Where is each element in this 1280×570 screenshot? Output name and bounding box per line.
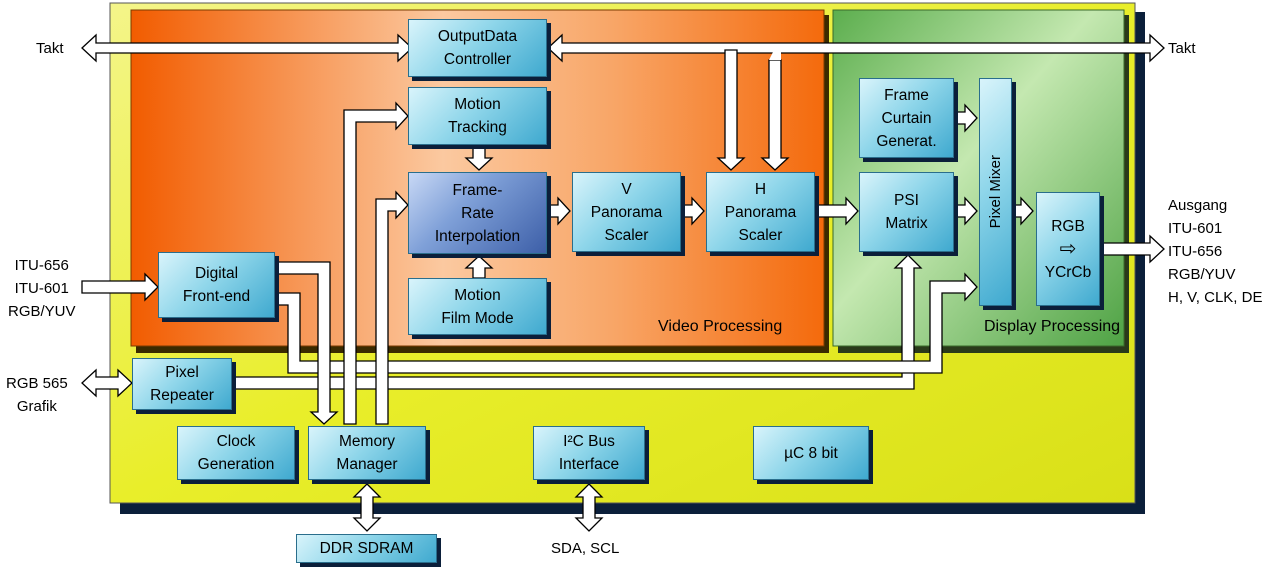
block-line: Manager xyxy=(336,456,398,473)
block-line: Clock xyxy=(216,433,256,450)
pixel-mixer-block: Pixel Mixer xyxy=(979,78,1012,306)
input-graphics-label: RGB 565 Grafik xyxy=(6,372,68,418)
block-line: Memory xyxy=(339,433,395,450)
block-line: Tracking xyxy=(448,119,507,136)
pixel-mixer-label: Pixel Mixer xyxy=(987,155,1004,229)
microcontroller-block: µC 8 bit xyxy=(753,426,869,480)
block-line: Interface xyxy=(558,456,620,473)
ddr-sdram-block: DDR SDRAM xyxy=(296,534,437,563)
block-line: H xyxy=(754,180,767,198)
convert-arrow-icon: ⇨ xyxy=(1059,237,1077,260)
label-line: RGB/YUV xyxy=(1168,266,1236,283)
block-line: RGB xyxy=(1051,217,1085,235)
arrow-pr-psi xyxy=(231,254,923,390)
arrow-dfe-mm-1 xyxy=(275,261,339,425)
takt-right-label: Takt xyxy=(1168,40,1196,57)
arrow-pm-rgb xyxy=(1012,196,1034,226)
label-line: H, V, CLK, DE xyxy=(1168,289,1263,306)
block-line: Frame xyxy=(884,86,929,104)
arrow-to-h-scaler-1 xyxy=(716,49,746,171)
output-label: Ausgang ITU-601 ITU-656 RGB/YUV H, V, CL… xyxy=(1168,194,1262,309)
label-line: ITU-656 xyxy=(1168,243,1223,260)
block-line: PSI xyxy=(894,192,919,209)
label-line: Grafik xyxy=(16,398,57,415)
label-line: ITU-656 xyxy=(14,257,69,274)
label-line: Ausgang xyxy=(1168,197,1228,214)
block-line: Digital xyxy=(194,265,239,282)
block-line: DDR SDRAM xyxy=(319,540,414,557)
block-line: I²C Bus xyxy=(563,433,615,450)
block-line: Matrix xyxy=(885,215,928,232)
block-line: Scaler xyxy=(738,226,783,244)
arrow-mfm-fri xyxy=(464,255,494,279)
block-line: Panorama xyxy=(590,203,663,221)
sda-scl-label: SDA, SCL xyxy=(551,540,620,557)
block-line: Front-end xyxy=(182,288,251,305)
arrow-output xyxy=(1099,234,1165,264)
block-line: Scaler xyxy=(604,226,649,244)
label-line: RGB 565 xyxy=(6,375,68,392)
block-line: V xyxy=(621,180,632,198)
arrow-i2c-sda xyxy=(574,483,604,532)
block-line: Rate xyxy=(461,204,494,222)
arrow-mm-ddr xyxy=(352,483,382,532)
block-line: Film Mode xyxy=(441,309,514,327)
arrow-h-psi xyxy=(814,196,859,226)
block-line: Pixel xyxy=(165,364,199,381)
arrow-takt-right xyxy=(547,33,1165,63)
block-line: Controller xyxy=(443,51,512,68)
block-line: Curtain xyxy=(881,109,932,127)
display-processing-title: Display Processing xyxy=(984,318,1121,335)
video-processing-title: Video Processing xyxy=(658,318,783,335)
block-line: Frame- xyxy=(452,181,503,199)
block-line: YCrCb xyxy=(1044,263,1092,281)
takt-left-label: Takt xyxy=(36,40,64,57)
arrow-to-h-scaler-2 xyxy=(760,59,790,171)
block-line: Panorama xyxy=(724,203,797,221)
block-line: Generation xyxy=(197,456,275,473)
block-line: Generat. xyxy=(876,132,937,150)
psi-matrix-block: PSI Matrix xyxy=(859,172,954,252)
arrow-mt-fri xyxy=(464,147,494,171)
label-line: ITU-601 xyxy=(1168,220,1223,237)
arrow-input-dfe xyxy=(81,272,159,302)
arrow-fri-v xyxy=(547,196,571,226)
arrow-v-h xyxy=(681,196,705,226)
block-line: Motion xyxy=(454,96,501,113)
arrow-fcg-pm xyxy=(954,103,978,133)
block-line: Repeater xyxy=(150,387,214,404)
arrow-mm-fri xyxy=(375,190,409,425)
arrow-psi-pm xyxy=(954,196,978,226)
label-line: ITU-601 xyxy=(14,280,69,297)
block-line: Interpolation xyxy=(434,227,521,245)
arrow-takt-branch xyxy=(769,48,781,60)
label-line: RGB/YUV xyxy=(8,303,76,320)
arrow-mm-mt xyxy=(343,101,409,425)
block-line: Motion xyxy=(454,286,501,304)
block-line: µC 8 bit xyxy=(784,444,838,462)
block-line: OutputData xyxy=(437,28,518,45)
rgb-ycrcb-block: RGB ⇨ YCrCb xyxy=(1036,192,1100,306)
input-video-label: ITU-656 ITU-601 RGB/YUV xyxy=(8,254,76,323)
